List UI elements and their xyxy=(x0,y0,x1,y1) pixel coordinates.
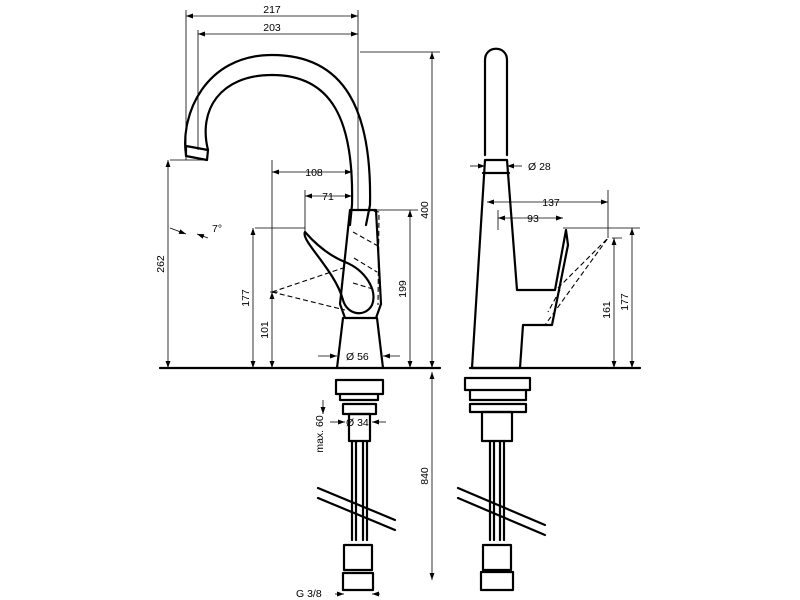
dim-g-3-8: G 3/8 xyxy=(296,588,322,600)
dim-217: 217 xyxy=(263,4,281,16)
dim-177-right: 177 xyxy=(619,293,631,311)
dim-93: 93 xyxy=(527,213,539,225)
dim-400: 400 xyxy=(419,201,431,219)
side-spout-top xyxy=(483,47,509,157)
side-hose-break xyxy=(456,486,547,537)
dim-dia-56: Ø 56 xyxy=(346,351,369,363)
side-shank xyxy=(480,410,514,443)
dim-177-left: 177 xyxy=(240,289,252,307)
front-body xyxy=(338,208,383,320)
front-lever xyxy=(303,230,375,315)
front-base-plate xyxy=(334,378,385,416)
dimension-lines xyxy=(165,10,640,597)
side-hoses xyxy=(488,439,506,542)
front-hose-break xyxy=(316,486,397,532)
dim-108: 108 xyxy=(305,167,323,179)
dim-203: 203 xyxy=(263,22,281,34)
dim-max-60: max. 60 xyxy=(314,415,326,453)
front-shank xyxy=(347,412,372,443)
side-body xyxy=(470,158,570,370)
side-base-plate xyxy=(463,376,532,414)
front-hose-fittings xyxy=(341,543,375,592)
front-view xyxy=(158,53,442,592)
front-hoses xyxy=(350,439,369,542)
dim-7deg: 7° xyxy=(212,223,222,235)
side-hose-fittings xyxy=(479,543,515,592)
dim-199: 199 xyxy=(397,280,409,298)
side-lever-swing xyxy=(544,237,609,326)
dim-dia-28: Ø 28 xyxy=(528,161,551,173)
side-view xyxy=(456,47,642,592)
dim-161: 161 xyxy=(601,301,613,319)
dimension-labels: 217 203 108 71 400 262 7° 177 101 199 Ø … xyxy=(155,4,631,600)
dim-dia-34: Ø 34 xyxy=(346,417,369,429)
dim-137: 137 xyxy=(542,197,560,209)
front-aerator xyxy=(184,144,210,162)
dim-71: 71 xyxy=(322,191,334,203)
front-spout xyxy=(184,53,372,227)
dim-101: 101 xyxy=(259,321,271,339)
dim-840: 840 xyxy=(419,467,431,485)
front-lever-swing xyxy=(271,209,380,311)
dim-262: 262 xyxy=(155,255,167,273)
